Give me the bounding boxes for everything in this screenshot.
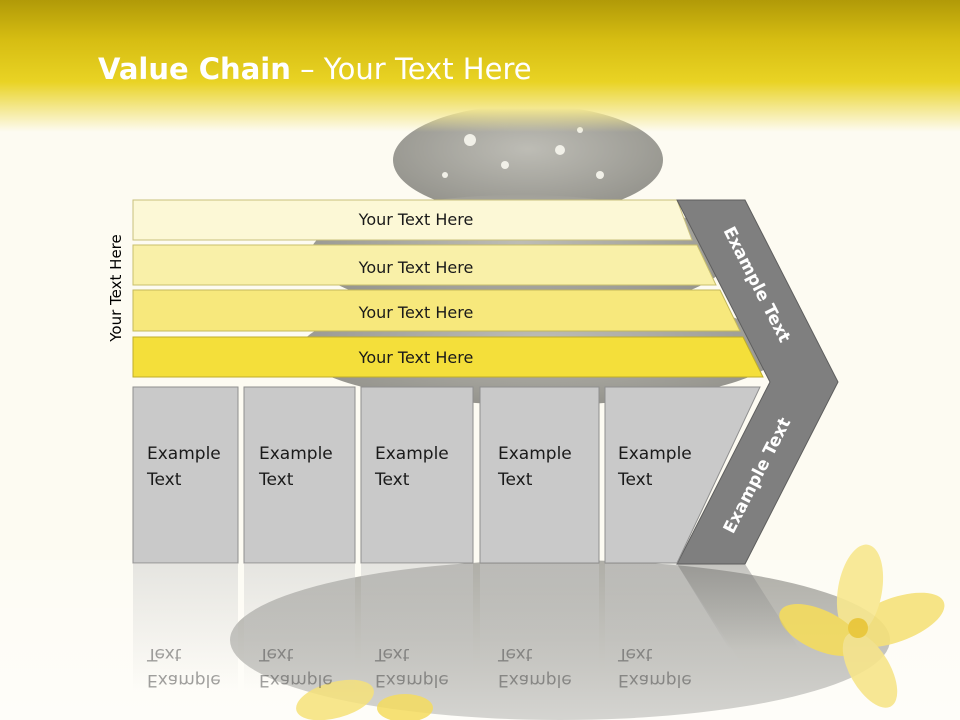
box-2: Example Text: [243, 386, 356, 564]
box-4-line2: Text: [497, 470, 533, 490]
box-2-line1: Example: [259, 444, 333, 464]
chevron-shape: [676, 199, 839, 565]
box-5: Example Text: [604, 386, 761, 564]
reflection: Text Example Text Example Text Example T…: [133, 564, 800, 692]
box-4-line1: Example: [498, 444, 572, 464]
reflection-text-4b: Example: [498, 670, 572, 690]
box-4: Example Text: [479, 386, 600, 564]
header-band: [0, 0, 960, 132]
title-bold: Value Chain: [98, 52, 291, 86]
box-3: Example Text: [360, 386, 474, 564]
row-2-shape: [132, 244, 717, 286]
row-1-label: Your Text Here: [358, 210, 474, 229]
box-1: Example Text: [132, 386, 239, 564]
box-2-line2: Text: [258, 470, 294, 490]
box-1-line1: Example: [147, 444, 221, 464]
box-4-shape: [479, 386, 600, 564]
row-4-label: Your Text Here: [358, 348, 474, 367]
reflection-text-3b: Example: [375, 670, 449, 690]
flower-right: [779, 544, 945, 708]
box-3-line2: Text: [374, 470, 410, 490]
box-3-shape: [360, 386, 474, 564]
box-1-line2: Text: [146, 470, 182, 490]
reflection-text-2: Text: [258, 644, 294, 664]
page-title: Value Chain – Your Text Here: [98, 52, 532, 86]
row-1: Your Text Here: [132, 199, 693, 241]
reflection-text-1b: Example: [147, 670, 221, 690]
row-3: Your Text Here: [132, 289, 741, 332]
title-rest: – Your Text Here: [290, 52, 532, 86]
box-5-line1: Example: [618, 444, 692, 464]
reflection-text-4: Text: [497, 644, 533, 664]
box-5-line2: Text: [617, 470, 653, 490]
row-2-label: Your Text Here: [358, 258, 474, 277]
reflection-text-1: Text: [146, 644, 182, 664]
row-1-shape: [132, 199, 693, 241]
row-4: Your Text Here: [132, 336, 764, 378]
reflection-text-5: Text: [617, 644, 653, 664]
row-3-shape: [132, 289, 741, 332]
box-5-shape: [604, 386, 761, 564]
box-1-shape: [132, 386, 239, 564]
row-3-label: Your Text Here: [358, 303, 474, 322]
reflection-text-3: Text: [374, 644, 410, 664]
box-3-line1: Example: [375, 444, 449, 464]
reflection-text-2b: Example: [259, 670, 333, 690]
row-4-shape: [132, 336, 764, 378]
reflection-text-5b: Example: [618, 670, 692, 690]
side-label: Your Text Here: [107, 234, 125, 342]
box-2-shape: [243, 386, 356, 564]
row-2: Your Text Here: [132, 244, 717, 286]
